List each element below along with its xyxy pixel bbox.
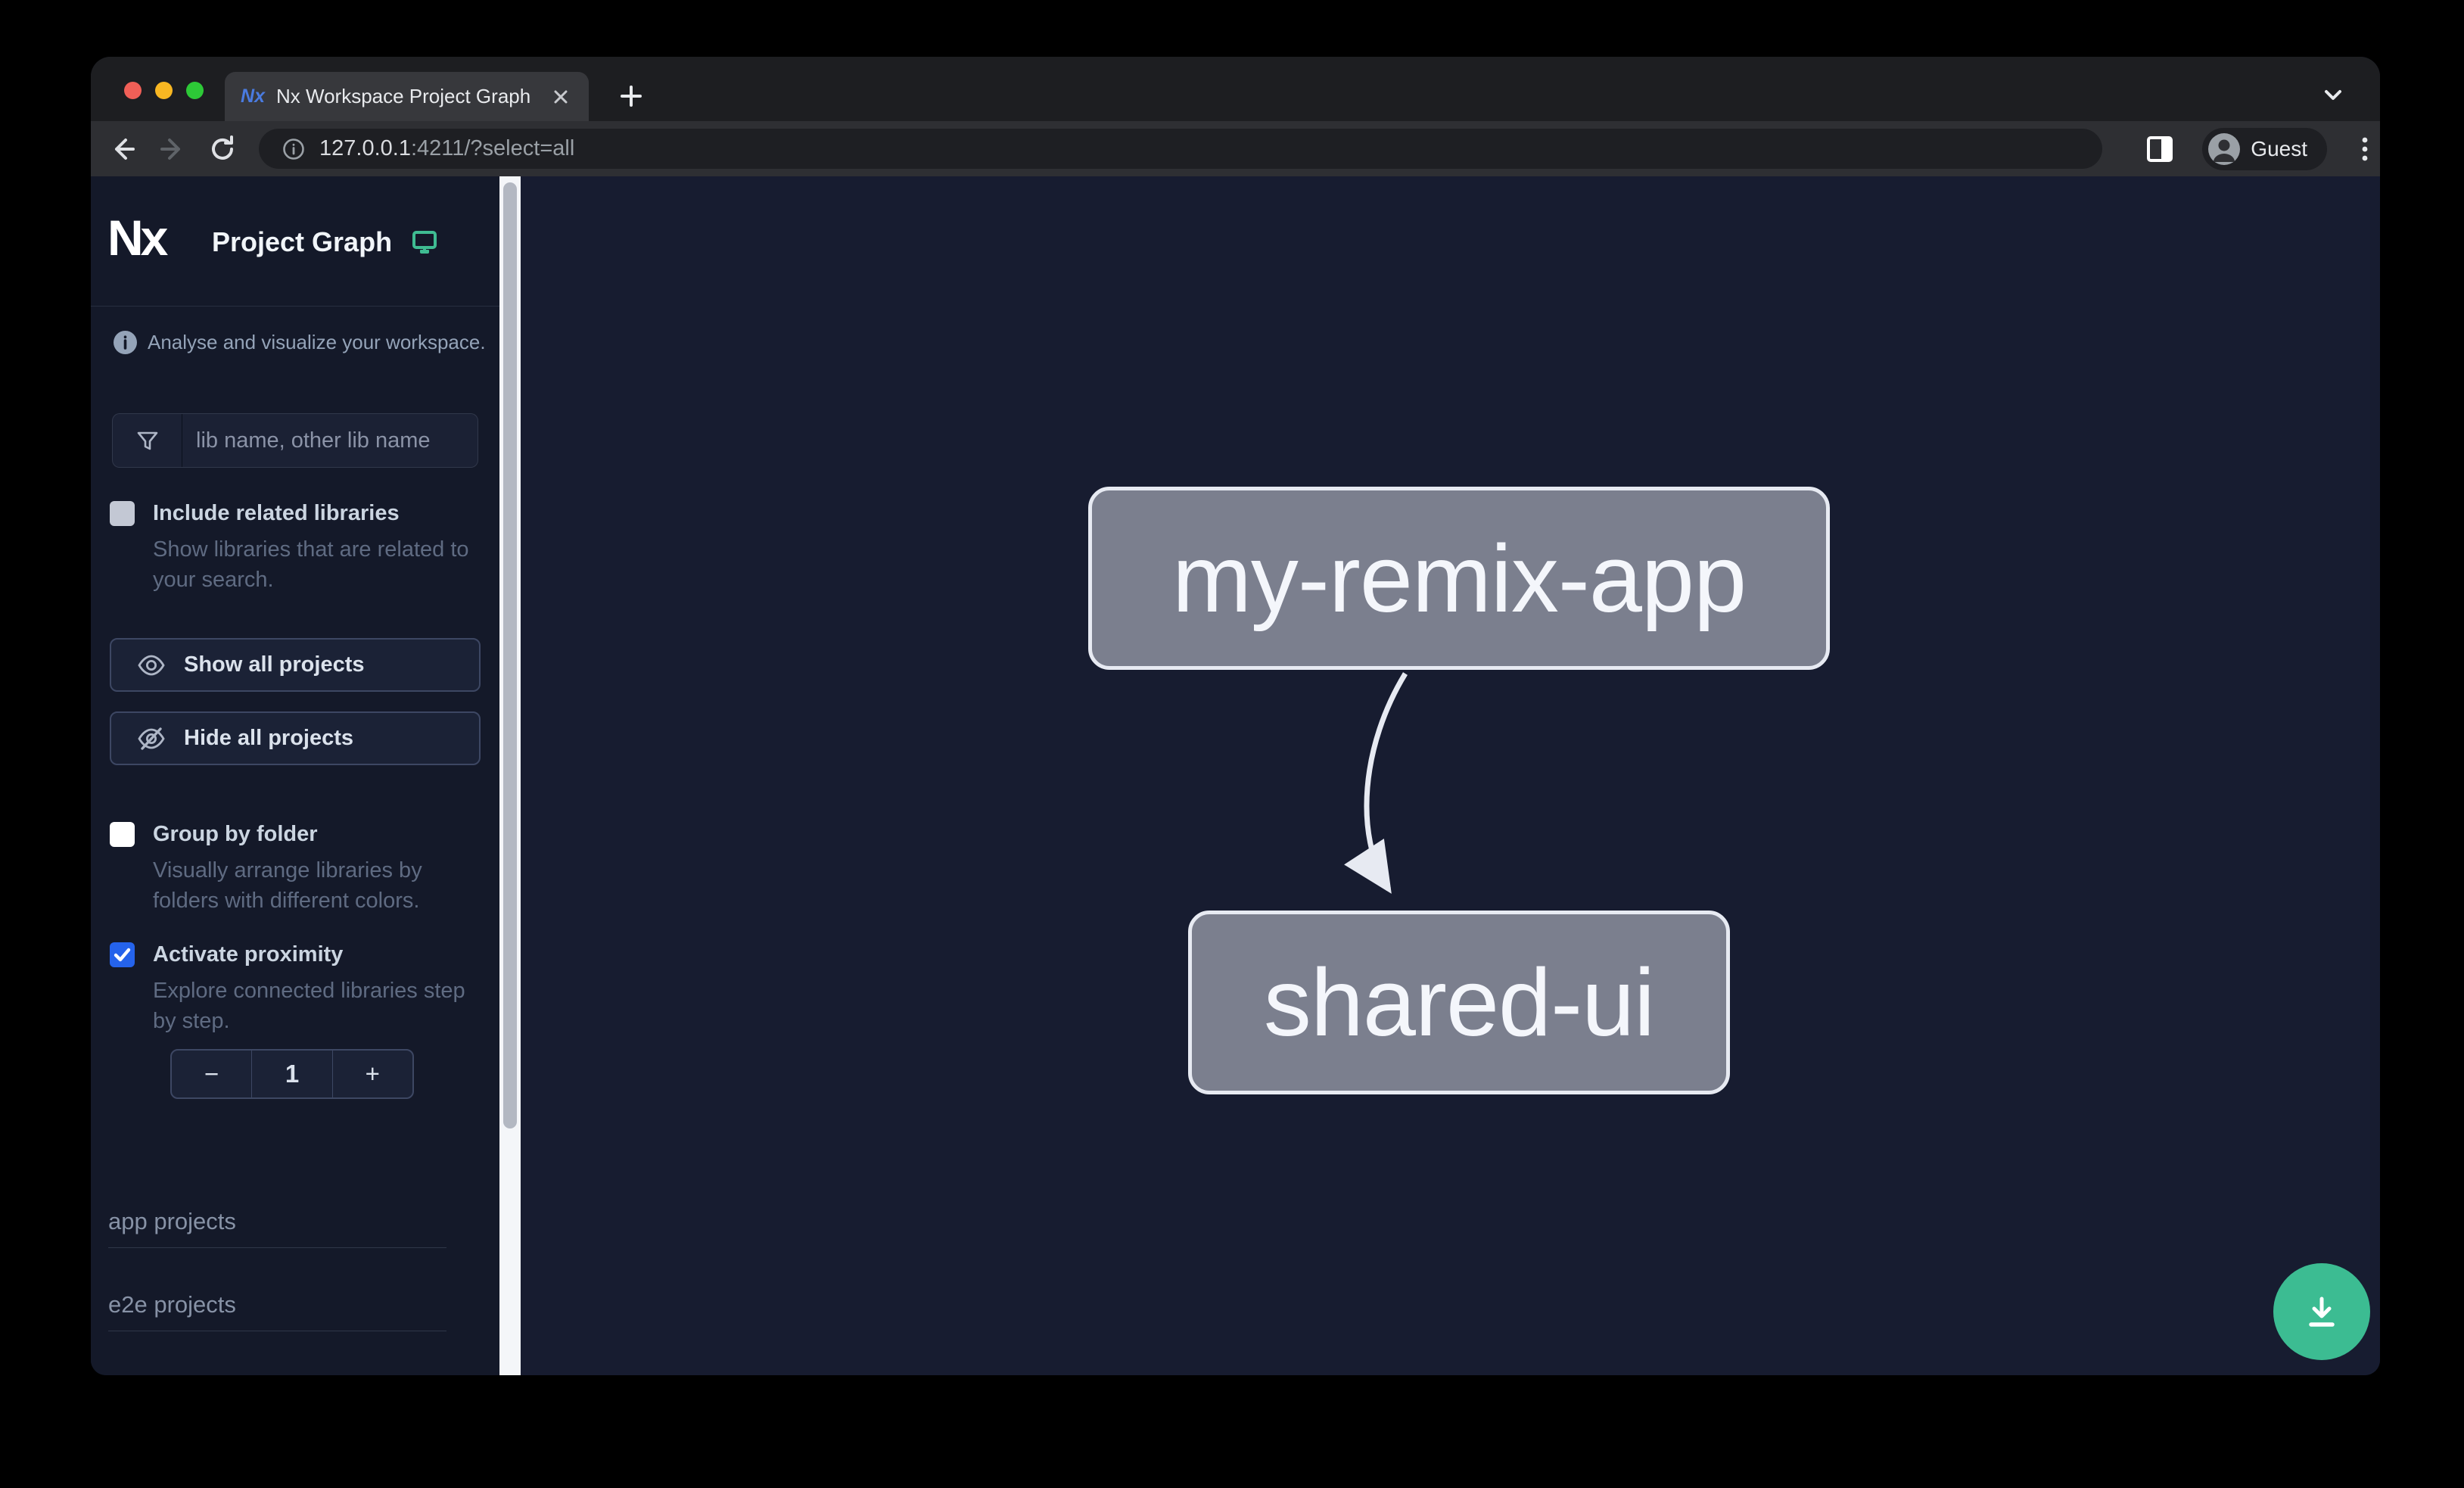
graph-node-shared-ui[interactable]: shared-ui [1188,911,1730,1094]
tab-title: Nx Workspace Project Graph [276,85,531,107]
group-by-folder-label: Group by folder [153,822,318,846]
include-related-label: Include related libraries [153,501,400,525]
tab-bar: Nx Nx Workspace Project Graph [91,57,2380,121]
url-path: :4211/?select=all [410,136,575,160]
toggle-activate-proximity: Activate proximity Explore connected lib… [110,941,481,1036]
new-tab-button[interactable] [611,76,651,116]
nx-favicon-icon: Nx [241,86,265,107]
tab-close-icon[interactable] [548,84,574,110]
sidebar-scrollbar-thumb[interactable] [503,182,517,1128]
section-app-projects[interactable]: app projects [108,1208,446,1248]
info-icon [114,331,137,354]
nx-logo: Nx [107,210,168,266]
activate-proximity-label: Activate proximity [153,942,344,967]
proximity-decrement-button[interactable]: − [204,1060,219,1088]
activate-proximity-checkbox[interactable] [110,942,135,967]
filter-icon-wrap [113,414,182,467]
address-bar[interactable]: 127.0.0.1:4211/?select=all [259,129,2103,169]
zoom-window-button[interactable] [186,82,204,99]
back-button[interactable] [106,132,139,166]
filter-funnel-icon [135,428,160,453]
hide-all-projects-label: Hide all projects [184,726,354,750]
browser-window: Nx Nx Workspace Project Graph [91,57,2380,1375]
toggle-group-by-folder: Group by folder Visually arrange librari… [110,820,481,916]
show-all-projects-button[interactable]: Show all projects [110,638,481,692]
activate-proximity-desc: Explore connected libraries step by step… [153,979,465,1033]
sidebar: Nx Project Graph Analyse and visualize y… [91,176,499,1375]
group-by-folder-checkbox[interactable] [110,822,135,847]
site-info-icon[interactable] [282,137,306,161]
eye-off-icon [137,724,166,753]
search-box [112,413,478,468]
group-by-folder-desc: Visually arrange libraries by folders wi… [153,858,422,913]
page-title: Project Graph [212,226,393,257]
workspace-tagline-row: Analyse and visualize your workspace. [114,331,486,354]
node-label: my-remix-app [1171,525,1747,632]
download-icon [2309,1297,2335,1327]
profile-name: Guest [2251,136,2307,160]
browser-menu-icon[interactable] [2350,132,2380,166]
eye-icon [137,651,166,680]
proximity-stepper: − 1 + [170,1049,414,1099]
sidebar-scrollbar[interactable] [499,176,521,1375]
project-graph-canvas[interactable]: my-remix-app shared-ui [521,176,2380,1375]
minimize-window-button[interactable] [155,82,173,99]
graph-node-my-remix-app[interactable]: my-remix-app [1088,487,1830,670]
reload-button[interactable] [206,132,239,166]
side-panel-icon[interactable] [2145,134,2175,164]
browser-toolbar: 127.0.0.1:4211/?select=all Guest [91,121,2380,176]
show-all-projects-label: Show all projects [184,652,365,677]
include-related-checkbox[interactable] [110,501,135,526]
url-text: 127.0.0.1:4211/?select=all [319,136,574,161]
node-label: shared-ui [1263,949,1655,1056]
hide-all-projects-button[interactable]: Hide all projects [110,711,481,765]
avatar-icon [2208,132,2241,165]
profile-button[interactable]: Guest [2202,127,2327,170]
page-content: Nx Project Graph Analyse and visualize y… [91,176,2380,1375]
include-related-desc: Show libraries that are related to your … [153,537,469,592]
url-host: 127.0.0.1 [319,136,411,160]
section-e2e-projects[interactable]: e2e projects [108,1291,446,1331]
proximity-value: 1 [251,1051,331,1097]
monitor-icon[interactable] [412,229,437,255]
close-window-button[interactable] [124,82,142,99]
proximity-increment-button[interactable]: + [331,1051,412,1097]
forward-button[interactable] [156,132,189,166]
tab-search-chevron-icon[interactable] [2316,78,2350,111]
workspace-tagline: Analyse and visualize your workspace. [148,331,486,353]
search-input[interactable] [182,428,478,453]
toggle-include-related: Include related libraries Show libraries… [110,500,481,595]
tab-nx-project-graph[interactable]: Nx Nx Workspace Project Graph [225,72,589,121]
dependency-edge [1344,672,1408,894]
sidebar-header: Nx Project Graph [91,176,499,307]
download-image-button[interactable] [2273,1263,2370,1360]
